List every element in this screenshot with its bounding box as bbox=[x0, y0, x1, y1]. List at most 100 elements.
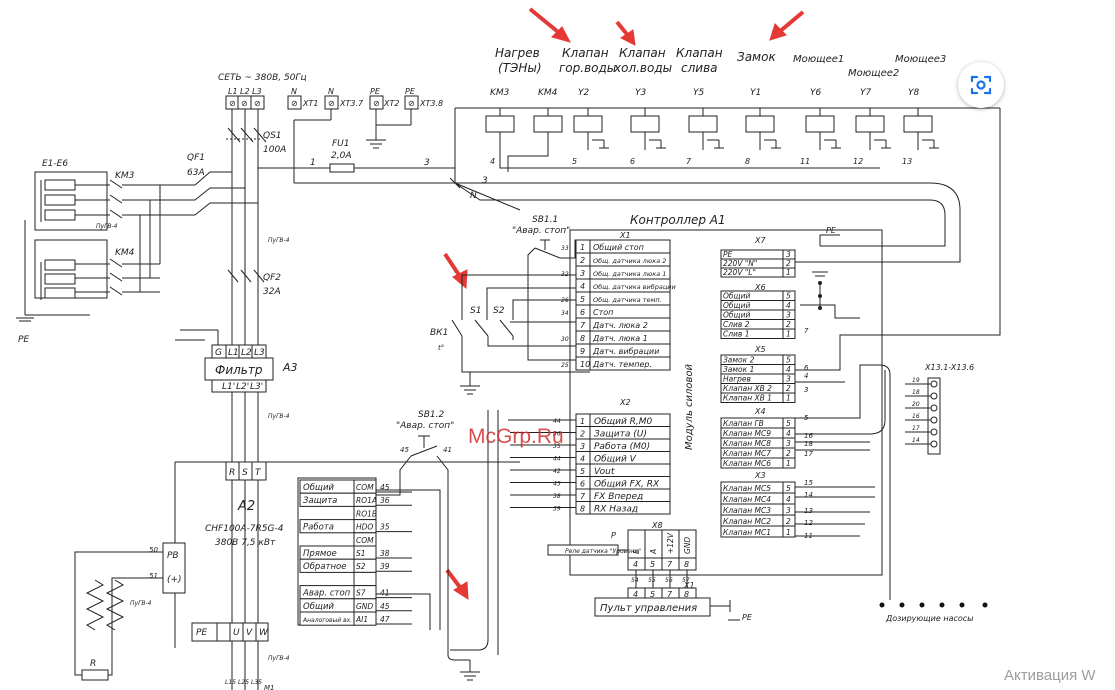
console-pin-2: 7 bbox=[667, 590, 673, 599]
wire-3b: 3 bbox=[482, 176, 488, 186]
controller-title: Контроллер A1 bbox=[630, 213, 726, 227]
cable-pb: ПуГВ-4 bbox=[130, 600, 152, 607]
km4-label: KM4 bbox=[115, 248, 135, 258]
drive-row-term-8: S7 bbox=[356, 589, 366, 598]
console-pe: PE bbox=[742, 613, 753, 622]
console-pin-1: 5 bbox=[650, 590, 655, 599]
x4-label-0: Клапан ГВ bbox=[723, 419, 764, 428]
x2-label-7: RX Назад bbox=[594, 505, 638, 515]
drive-row-label-0: Общий bbox=[303, 483, 334, 493]
x2-wire-3: 44 bbox=[553, 456, 561, 463]
x3-name: X3 bbox=[754, 471, 766, 480]
x8-col-3: GND bbox=[683, 537, 692, 554]
filter-label: Фильтр bbox=[215, 363, 263, 377]
lens-button[interactable] bbox=[958, 62, 1004, 108]
x1-wire-4: 26 bbox=[561, 297, 569, 304]
x5-pin-3: 2 bbox=[786, 384, 791, 393]
x1-pin-9: 10 bbox=[580, 360, 590, 369]
x8-wire-1: 55 bbox=[648, 577, 656, 584]
drive-row-term-4: COM bbox=[356, 536, 374, 545]
coil-label-8: Y8 bbox=[908, 88, 919, 98]
drive-out-l15: L15 bbox=[225, 679, 236, 686]
x2-wire-2: 35 bbox=[553, 443, 561, 450]
cable-km: ПуГВ-4 bbox=[268, 237, 290, 244]
drive-model: CHF100A-7R5G-4 bbox=[205, 524, 284, 534]
x3-pin-1: 4 bbox=[786, 495, 791, 504]
pe2-label: PE bbox=[405, 87, 416, 96]
drive-row-label-6: Обратное bbox=[303, 562, 346, 572]
drive-row-term-6: S2 bbox=[356, 562, 366, 571]
drive-out-pe: PE bbox=[196, 628, 207, 638]
coil-label-0: KM3 bbox=[490, 88, 510, 98]
x2-pin-0: 1 bbox=[580, 417, 585, 426]
bk1-label: ВК1 bbox=[430, 328, 448, 338]
x2-wire-0: 44 bbox=[553, 418, 561, 425]
level-sensor: Реле датчика "Уровень" bbox=[565, 548, 641, 555]
x1-wire-5: 34 bbox=[561, 310, 569, 317]
svg-text:⊘: ⊘ bbox=[291, 99, 298, 108]
x2-wire-4: 42 bbox=[553, 468, 561, 475]
x7-pe-label: PE bbox=[826, 226, 837, 235]
filter-a3-label: A3 bbox=[282, 361, 298, 374]
coil-box-2 bbox=[573, 115, 603, 133]
label-wash2: Моющее2 bbox=[848, 68, 899, 79]
drive-row-term-2: RO1B bbox=[356, 509, 377, 518]
label-valve-hot-2: гор.воды bbox=[559, 61, 616, 75]
drive-row-label-10: Аналоговый вх. bbox=[302, 617, 352, 624]
brake-r: R bbox=[90, 659, 96, 669]
x1-pin-3: 4 bbox=[580, 282, 585, 291]
x5-pin-1: 4 bbox=[786, 365, 791, 374]
x7-label-0: PE bbox=[723, 250, 733, 259]
sb11-caption: "Авар. стоп" bbox=[512, 226, 570, 236]
x8-wire-3: 57 bbox=[682, 577, 690, 584]
drive-out-v: V bbox=[246, 628, 253, 638]
x1-label-5: Стоп bbox=[593, 308, 613, 317]
label-valve-hot-1: Клапан bbox=[562, 46, 609, 60]
svg-text:⊘: ⊘ bbox=[241, 99, 248, 108]
x8-pin-1: 5 bbox=[650, 560, 655, 569]
x5-label-0: Замок 2 bbox=[723, 356, 755, 365]
wire-1: 1 bbox=[310, 158, 316, 168]
coil-box-4 bbox=[688, 115, 718, 133]
coil-wire-5: 11 bbox=[800, 157, 810, 166]
cable-heat: ПуГВ-4 bbox=[96, 223, 118, 230]
x1-pin-8: 9 bbox=[580, 347, 585, 356]
fu1-label: FU1 bbox=[332, 139, 350, 149]
x1-pin-6: 7 bbox=[580, 321, 586, 330]
bus-wire-9: 14 bbox=[804, 491, 813, 499]
x6-pin-2: 3 bbox=[786, 311, 791, 320]
label-lock: Замок bbox=[737, 50, 776, 64]
heaters-label: E1-E6 bbox=[42, 159, 68, 169]
sb11-label: SB1.1 bbox=[532, 215, 558, 225]
phase-l2: L2 bbox=[240, 87, 250, 96]
drive-row-term-9: GND bbox=[356, 602, 373, 611]
pump-connector-label: X13.1-X13.6 bbox=[924, 363, 974, 372]
x2-pin-6: 7 bbox=[580, 492, 586, 501]
pump-caption: Дозирующие насосы bbox=[885, 614, 973, 623]
x4-pin-3: 2 bbox=[786, 449, 791, 458]
coil-box-5 bbox=[745, 115, 775, 133]
x2-pin-5: 6 bbox=[580, 480, 585, 489]
filter-out-1: L1' bbox=[222, 382, 235, 392]
bus-wire-5: 16 bbox=[804, 432, 813, 440]
x6-label-1: Общий bbox=[723, 301, 750, 310]
x6-pin-4: 1 bbox=[786, 330, 791, 339]
drive-name: A2 bbox=[237, 499, 255, 514]
bottom-earth bbox=[450, 410, 570, 681]
label-valve-drain-2: слива bbox=[681, 61, 718, 75]
xt1-label: XT1 bbox=[302, 99, 318, 108]
coil-wire-1: 5 bbox=[572, 157, 577, 166]
x3-label-0: Клапан МС5 bbox=[723, 484, 771, 493]
svg-text:⊘: ⊘ bbox=[408, 99, 415, 108]
pb-wire-51: 51 bbox=[149, 572, 158, 580]
x2-pin-4: 5 bbox=[580, 467, 585, 476]
x5-label-1: Замок 1 bbox=[723, 365, 754, 374]
bus-wire-6: 18 bbox=[804, 440, 813, 448]
drive-pb: PB bbox=[167, 551, 179, 561]
